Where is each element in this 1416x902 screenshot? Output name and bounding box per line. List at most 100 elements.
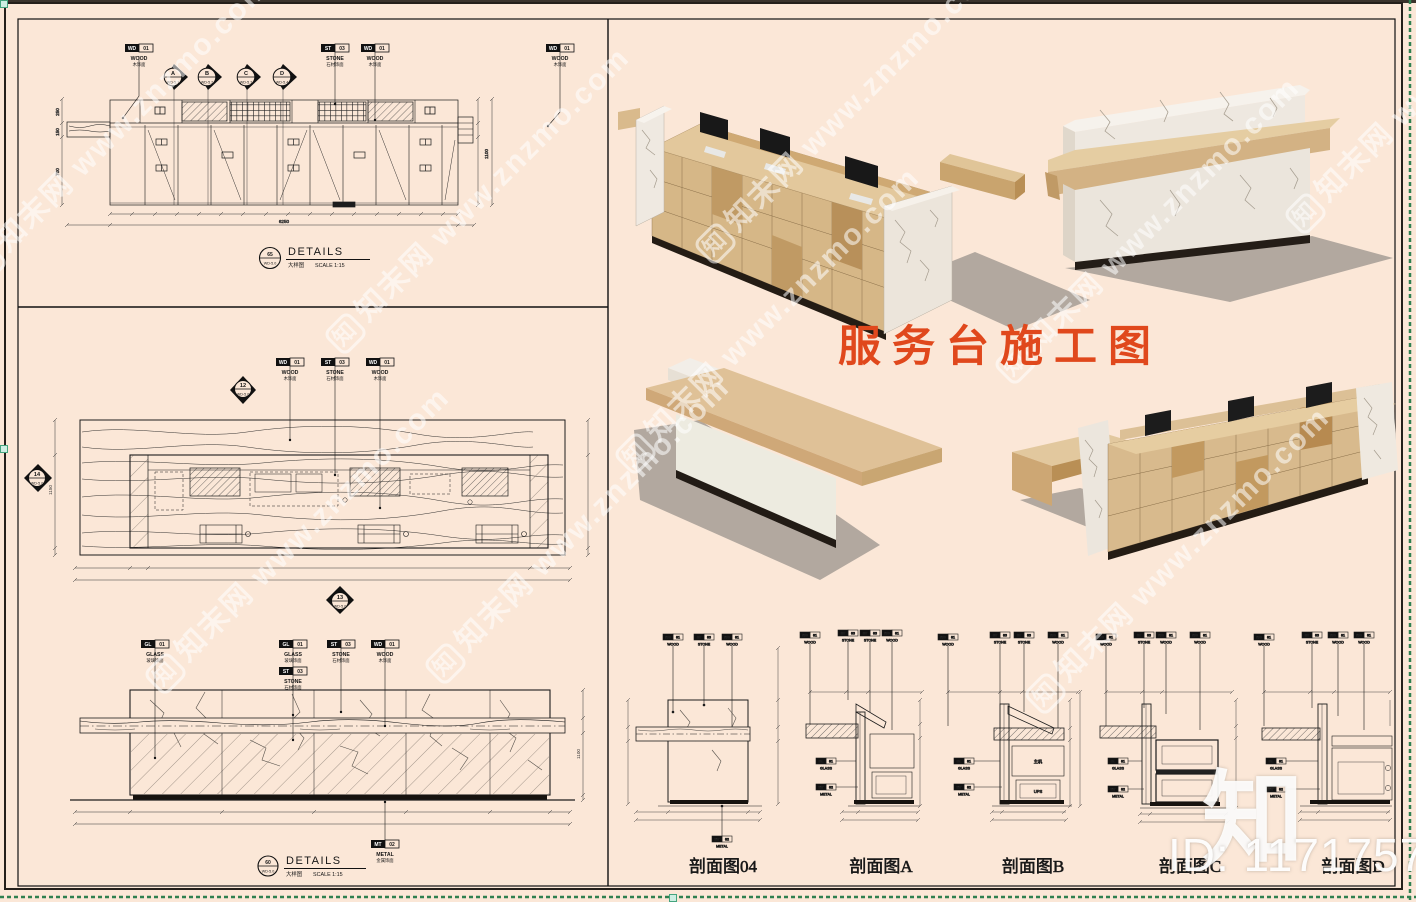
svg-text:WD: WD: [374, 642, 383, 648]
svg-text:METAL: METAL: [958, 793, 970, 797]
svg-text:WD: WD: [724, 636, 730, 640]
svg-text:WD-5.2: WD-5.2: [201, 81, 214, 85]
svg-text:MT: MT: [714, 838, 720, 842]
svg-text:WOOD: WOOD: [1358, 641, 1370, 645]
svg-text:6250: 6250: [279, 219, 290, 224]
svg-text:WD-5.0: WD-5.0: [264, 262, 277, 266]
svg-text:大样图: 大样图: [288, 261, 304, 269]
svg-text:WD: WD: [279, 360, 288, 366]
render-back-right: [1012, 382, 1398, 560]
svg-text:WOOD: WOOD: [1160, 641, 1172, 645]
svg-text:01: 01: [1061, 634, 1065, 638]
svg-text:03: 03: [1027, 634, 1031, 638]
selection-handle-topleft[interactable]: [0, 0, 8, 8]
svg-text:01: 01: [389, 642, 395, 648]
detail-marker-b: B WD-5.2: [197, 64, 222, 90]
svg-text:玻璃饰面: 玻璃饰面: [146, 657, 164, 664]
svg-text:WOOD: WOOD: [1100, 643, 1112, 647]
front-title-block: 60 WD-5.0 DETAILS 大样图 SCALE 1:15: [257, 855, 366, 878]
svg-text:WOOD: WOOD: [667, 643, 679, 647]
svg-text:01: 01: [1267, 636, 1271, 640]
svg-text:GL: GL: [957, 760, 963, 764]
render-front-right: [1045, 85, 1393, 302]
svg-text:WD: WD: [940, 636, 946, 640]
svg-text:14: 14: [34, 472, 41, 478]
svg-text:02: 02: [389, 842, 395, 848]
svg-text:GL: GL: [145, 642, 152, 648]
svg-text:SCALE 1:15: SCALE 1:15: [313, 872, 343, 878]
svg-text:MT: MT: [1110, 788, 1116, 792]
elevation-title-block: 65 WD-5.0 DETAILS 大样图 SCALE 1:15: [258, 246, 370, 270]
selection-handle-left[interactable]: [0, 445, 8, 453]
svg-text:03: 03: [345, 642, 351, 648]
selection-handle-bottom[interactable]: [669, 894, 677, 902]
svg-text:B: B: [205, 71, 209, 77]
svg-text:木饰面: 木饰面: [374, 375, 388, 382]
svg-text:1150: 1150: [48, 485, 53, 495]
svg-text:玻璃饰面: 玻璃饰面: [284, 657, 302, 664]
svg-text:03: 03: [851, 632, 855, 636]
svg-text:DETAILS: DETAILS: [288, 246, 344, 258]
elevation-detail-markers: AWD-5.1 BWD-5.2 CWD-5.3 DWD-5.4: [163, 64, 297, 205]
detail-marker-d: DWD-5.4: [272, 64, 297, 90]
svg-text:01: 01: [676, 636, 680, 640]
watermark-id: ID: 1171757097: [1168, 829, 1416, 881]
svg-text:WOOD: WOOD: [726, 643, 738, 647]
svg-text:木饰面: 木饰面: [133, 61, 147, 68]
svg-text:WD: WD: [1050, 634, 1056, 638]
svg-text:GLASS: GLASS: [1112, 767, 1125, 771]
svg-text:ST: ST: [863, 632, 868, 636]
svg-text:ST: ST: [841, 632, 846, 636]
svg-text:WD: WD: [1356, 634, 1362, 638]
svg-text:03: 03: [873, 632, 877, 636]
elevation-drawing: [66, 99, 474, 208]
svg-text:60: 60: [265, 860, 271, 866]
svg-text:WD: WD: [1192, 634, 1198, 638]
svg-text:STONE: STONE: [1018, 641, 1031, 645]
elevation-dimensions: 6250 1100 250 150 700: [55, 96, 495, 228]
svg-text:GL: GL: [819, 760, 825, 764]
svg-text:石材饰面: 石材饰面: [326, 61, 344, 68]
svg-text:GLASS: GLASS: [1270, 767, 1283, 771]
svg-text:MT: MT: [1268, 788, 1274, 792]
svg-text:WD-5.0: WD-5.0: [334, 605, 347, 609]
svg-text:WD-5.4: WD-5.4: [276, 81, 289, 85]
svg-text:STONE: STONE: [1138, 641, 1151, 645]
section-label-c: 剖面图C: [1159, 857, 1221, 876]
svg-text:03: 03: [707, 636, 711, 640]
svg-text:GLASS: GLASS: [958, 767, 971, 771]
svg-text:木饰面: 木饰面: [284, 375, 298, 382]
svg-text:ST: ST: [325, 360, 331, 366]
svg-text:金属饰面: 金属饰面: [376, 857, 394, 864]
render-back-left: [618, 105, 1090, 340]
svg-text:STONE: STONE: [842, 639, 855, 643]
svg-text:石材饰面: 石材饰面: [332, 657, 350, 664]
sheet-title: 服务台施工图: [838, 324, 1162, 371]
znzmo-big-logo: 知末: [1202, 765, 1314, 878]
svg-text:13: 13: [337, 595, 343, 601]
svg-text:WD: WD: [549, 46, 558, 52]
svg-text:03: 03: [1315, 634, 1319, 638]
svg-text:MT: MT: [956, 786, 962, 790]
svg-text:01: 01: [1203, 634, 1207, 638]
svg-text:01: 01: [294, 360, 300, 366]
svg-text:WD-5.0: WD-5.0: [262, 870, 275, 874]
svg-text:WD: WD: [665, 636, 671, 640]
svg-text:02: 02: [1121, 788, 1125, 792]
svg-text:03: 03: [1147, 634, 1151, 638]
svg-text:ST: ST: [697, 636, 702, 640]
svg-text:GLASS: GLASS: [820, 767, 833, 771]
svg-text:01: 01: [379, 46, 385, 52]
svg-text:ST: ST: [1305, 634, 1310, 638]
svg-text:65: 65: [267, 252, 273, 258]
svg-text:01: 01: [1279, 760, 1283, 764]
plan-drawing: [79, 419, 566, 556]
svg-text:02: 02: [725, 838, 729, 842]
svg-text:WD-5.0: WD-5.0: [237, 393, 250, 397]
